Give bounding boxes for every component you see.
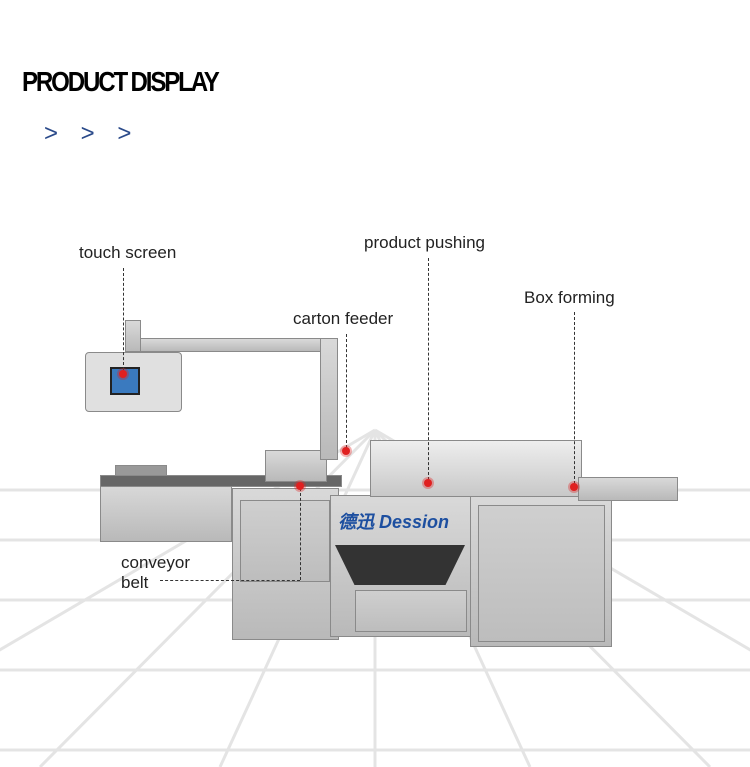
leader-line	[300, 488, 301, 580]
label-product-pushing: product pushing	[364, 233, 485, 252]
label-box-forming: Box forming	[524, 288, 615, 307]
marker-conveyor-belt	[296, 482, 304, 490]
brand-name: Dession	[379, 512, 450, 532]
marker-carton-feeder	[342, 447, 350, 455]
chevron-icons: > > >	[44, 120, 140, 147]
label-touch-screen: touch screen	[79, 243, 177, 262]
brand-chinese: 德迅	[338, 512, 374, 532]
marker-box-forming	[570, 483, 578, 491]
leader-line	[574, 312, 575, 484]
brand-logo: 德迅 Dession	[338, 508, 449, 534]
leader-line	[346, 334, 347, 448]
page-title: PRODUCT DISPLAY	[22, 66, 220, 97]
label-conveyor-belt-line2: belt	[121, 573, 149, 592]
leader-line	[160, 580, 300, 581]
leader-line	[123, 268, 124, 370]
label-conveyor-belt-line1: conveyor	[121, 553, 190, 572]
leader-line	[428, 258, 429, 480]
marker-touch-screen	[119, 370, 127, 378]
label-carton-feeder: carton feeder	[293, 309, 394, 328]
marker-product-pushing	[424, 479, 432, 487]
